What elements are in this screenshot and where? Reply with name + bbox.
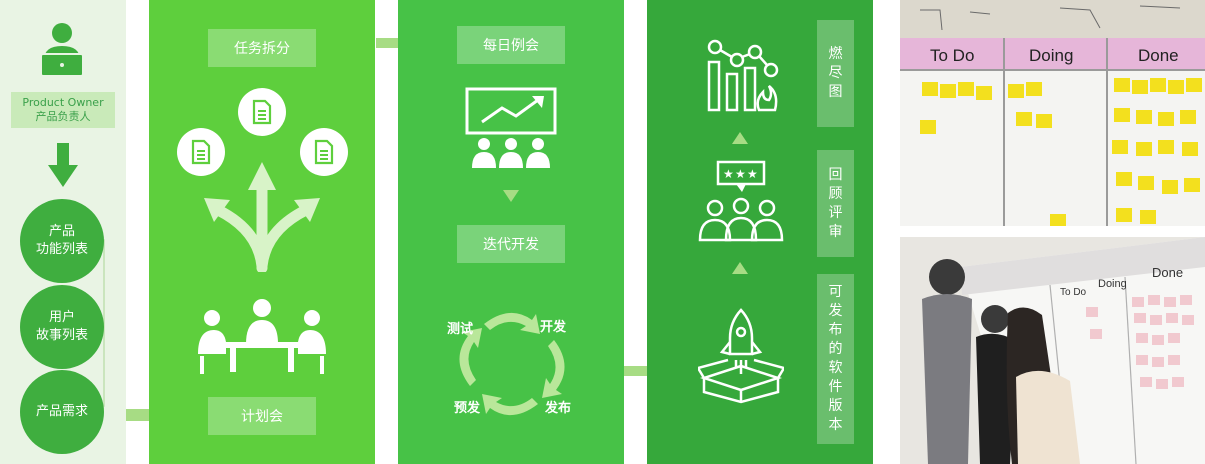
backlog-item-line: 功能列表 xyxy=(35,242,88,257)
team-review-icon: ★★★ xyxy=(698,160,784,242)
shippable-label: 可发布的软件版本 xyxy=(817,274,854,444)
kanban-doing-header: Doing xyxy=(1098,278,1127,290)
kanban-todo-header: To Do xyxy=(930,46,974,65)
shippable-text: 可发布的软件版本 xyxy=(828,284,843,433)
cycle-release-label: 发布 xyxy=(545,401,572,416)
backlog-item-product-requirements: 产品需求 xyxy=(20,370,104,454)
cycle-develop-label: 开发 xyxy=(540,320,567,335)
cycle-pre-release-label: 预发 xyxy=(454,401,481,416)
product-owner-laptop-icon xyxy=(40,23,84,77)
backlog-item-user-stories: 用户 故事列表 xyxy=(20,285,104,369)
presentation-board-icon xyxy=(465,87,557,168)
backlog-item-line: 产品需求 xyxy=(35,404,88,419)
sprint-column xyxy=(398,0,624,464)
planning-meeting-label: 计划会 xyxy=(208,397,316,435)
backlog-item-line: 用户 xyxy=(48,310,75,325)
document-icon xyxy=(177,128,225,176)
down-triangle-icon xyxy=(503,190,519,202)
up-triangle-icon xyxy=(732,132,748,144)
task-split-label: 任务拆分 xyxy=(208,29,316,67)
document-icon xyxy=(238,88,286,136)
document-icon xyxy=(300,128,348,176)
iterative-dev-label: 迭代开发 xyxy=(457,225,565,263)
down-arrow-icon xyxy=(48,143,78,187)
split-arrows-icon xyxy=(204,162,320,272)
burndown-text: 燃尽图 xyxy=(828,46,843,100)
outputs-column xyxy=(647,0,873,464)
daily-meeting-label: 每日例会 xyxy=(457,26,565,64)
svg-text:★: ★ xyxy=(723,167,734,181)
meeting-table-icon xyxy=(198,299,326,374)
product-owner-en: Product Owner xyxy=(22,96,104,109)
review-text: 回顾评审 xyxy=(828,166,843,240)
product-owner-zh: 产品负责人 xyxy=(35,110,91,123)
up-triangle-icon xyxy=(732,262,748,274)
backlog-item-product-features: 产品 功能列表 xyxy=(20,199,104,283)
cycle-arrows-icon xyxy=(459,312,565,416)
product-owner-label: Product Owner 产品负责人 xyxy=(11,92,115,128)
kanban-todo-header: To Do xyxy=(1060,287,1087,298)
rocket-box-icon xyxy=(698,308,784,404)
cycle-test-label: 测试 xyxy=(447,322,474,337)
kanban-doing-header: Doing xyxy=(1029,46,1073,65)
kanban-board-photo: To Do Doing Done xyxy=(900,0,1205,226)
team-at-board-photo: To Do Doing Done xyxy=(900,237,1205,464)
burndown-chart-icon xyxy=(707,39,779,112)
svg-text:★: ★ xyxy=(747,167,758,181)
backlog-item-line: 产品 xyxy=(48,224,75,239)
kanban-board-illustration: To Do Doing Done xyxy=(900,0,1205,226)
burndown-label: 燃尽图 xyxy=(817,20,854,127)
svg-text:★: ★ xyxy=(735,167,746,181)
kanban-done-header: Done xyxy=(1152,265,1183,280)
review-label: 回顾评审 xyxy=(817,150,854,257)
team-at-board-illustration: To Do Doing Done xyxy=(900,237,1205,464)
backlog-item-line: 故事列表 xyxy=(35,328,88,343)
kanban-done-header: Done xyxy=(1138,46,1179,65)
